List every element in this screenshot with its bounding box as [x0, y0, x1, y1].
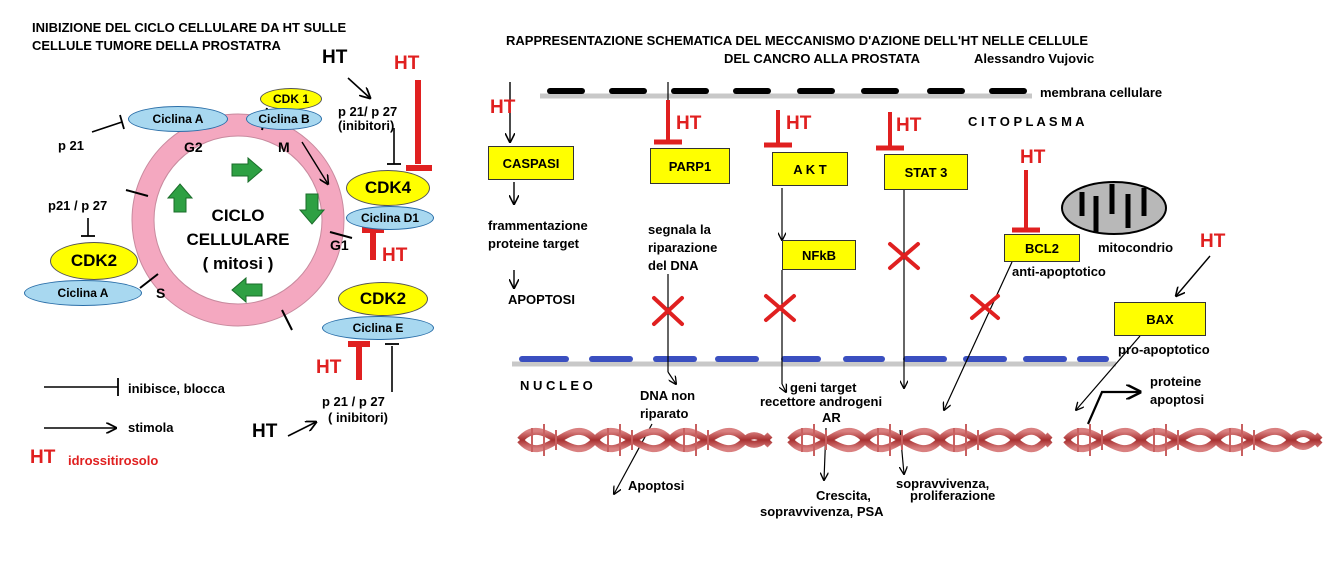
membrane-label: membrana cellulare — [1040, 85, 1163, 100]
caspasi-effect-1: frammentazione — [488, 218, 588, 233]
akt-box: A K T — [772, 152, 848, 186]
ht-bottom: HT — [252, 421, 278, 442]
p21-p27-top-line2: (inibitori) — [338, 118, 395, 133]
bax-desc: pro-apoptotico — [1118, 342, 1210, 357]
cycle-label-1: CICLO — [211, 206, 265, 225]
nucleus-label: N U C L E O — [520, 378, 593, 393]
mitochondrion-icon — [1061, 181, 1167, 235]
phase-m: M — [278, 139, 290, 155]
left-title-line2: CELLULE TUMORE DELLA PROSTATRA — [32, 38, 281, 53]
p21-p27-bottom-line1: p 21 / p 27 — [322, 394, 385, 409]
caspasi-effect-2: proteine target — [488, 236, 580, 251]
right-title-line2: DEL CANCRO ALLA PROSTATA — [724, 51, 920, 66]
legend-ht: HT — [30, 447, 56, 468]
phase-g2: G2 — [184, 139, 203, 155]
cdk4-ellipse: CDK4 — [346, 170, 430, 206]
ciclina-a-bottom: Ciclina A — [24, 280, 142, 306]
parp1-effect-1: segnala la — [648, 222, 711, 237]
ciclina-a-top: Ciclina A — [128, 106, 228, 132]
dna-helix-icon — [517, 424, 1323, 456]
ht-caspasi: HT — [490, 97, 516, 118]
p21-p27-top-line1: p 21/ p 27 — [338, 104, 398, 119]
ht-parp1: HT — [676, 113, 702, 134]
dna-non-line1: DNA non — [640, 388, 696, 403]
proteine-line2: apoptosi — [1150, 392, 1205, 407]
cycle-label-3: ( mitosi ) — [202, 254, 274, 273]
ciclina-d1: Ciclina D1 — [346, 206, 434, 230]
crescita-line2: sopravvivenza, PSA — [760, 504, 884, 519]
author: Alessandro Vujovic — [974, 51, 1095, 66]
cell-cycle-ring — [132, 114, 344, 326]
parp1-effect-3: del DNA — [648, 258, 699, 273]
geni-target-line2: recettore androgeni — [760, 394, 883, 409]
cytoplasm-label: C I T O P L A S M A — [968, 114, 1085, 129]
ht-mid-red: HT — [382, 245, 408, 266]
crescita-line1: Crescita, — [816, 488, 871, 503]
ciclina-b: Ciclina B — [246, 108, 322, 130]
mitocondrio-label: mitocondrio — [1098, 240, 1174, 255]
parp1-effect-2: riparazione — [648, 240, 718, 255]
apoptosi-upper: APOPTOSI — [508, 292, 575, 307]
stat3-box: STAT 3 — [884, 154, 968, 190]
parp1-box: PARP1 — [650, 148, 730, 184]
block-x-icon — [652, 242, 1000, 326]
ht-top: HT — [322, 47, 348, 68]
ht-stat3: HT — [896, 115, 922, 136]
legend-ht-desc: idrossitirosolo — [68, 453, 159, 468]
sopravv-line1: sopravvivenza, — [896, 476, 990, 491]
nfkb-box: NFkB — [782, 240, 856, 270]
p21-left: p 21 — [58, 138, 85, 153]
phase-s: S — [156, 285, 166, 301]
cdk2-left: CDK2 — [50, 242, 138, 280]
sopravv-line2: proliferazione — [910, 488, 996, 503]
ht-low-red: HT — [316, 357, 342, 378]
right-title-line1: RAPPRESENTAZIONE SCHEMATICA DEL MECCANIS… — [506, 33, 1089, 48]
left-title-line1: INIBIZIONE DEL CICLO CELLULARE DA HT SUL… — [32, 20, 347, 35]
cdk2-right: CDK2 — [338, 282, 428, 316]
proteine-line1: proteine — [1150, 374, 1202, 389]
apoptosi-lower: Apoptosi — [628, 478, 685, 493]
bax-box: BAX — [1114, 302, 1206, 336]
dna-non-line2: riparato — [640, 406, 689, 421]
green-arrow-icon — [166, 156, 326, 304]
p21-p27-bottom-line2: ( inibitori) — [328, 410, 388, 425]
legend-stimulate-label: stimola — [128, 420, 174, 435]
phase-g1: G1 — [330, 237, 349, 253]
ht-akt: HT — [786, 113, 812, 134]
cycle-label-2: CELLULARE — [186, 230, 290, 249]
ht-top-red: HT — [394, 53, 420, 74]
ciclina-e: Ciclina E — [322, 316, 434, 340]
cdk1-ellipse: CDK 1 — [260, 88, 322, 110]
p21-p27-left: p21 / p 27 — [48, 198, 108, 213]
geni-target-line1: geni target — [790, 380, 857, 395]
caspasi-box: CASPASI — [488, 146, 574, 180]
ht-bcl2: HT — [1020, 147, 1046, 168]
ht-bax: HT — [1200, 231, 1226, 252]
bcl2-desc: anti-apoptotico — [1012, 264, 1106, 279]
bcl2-box: BCL2 — [1004, 234, 1080, 262]
geni-target-line3: AR — [822, 410, 841, 425]
legend-inhibit-label: inibisce, blocca — [128, 381, 225, 396]
